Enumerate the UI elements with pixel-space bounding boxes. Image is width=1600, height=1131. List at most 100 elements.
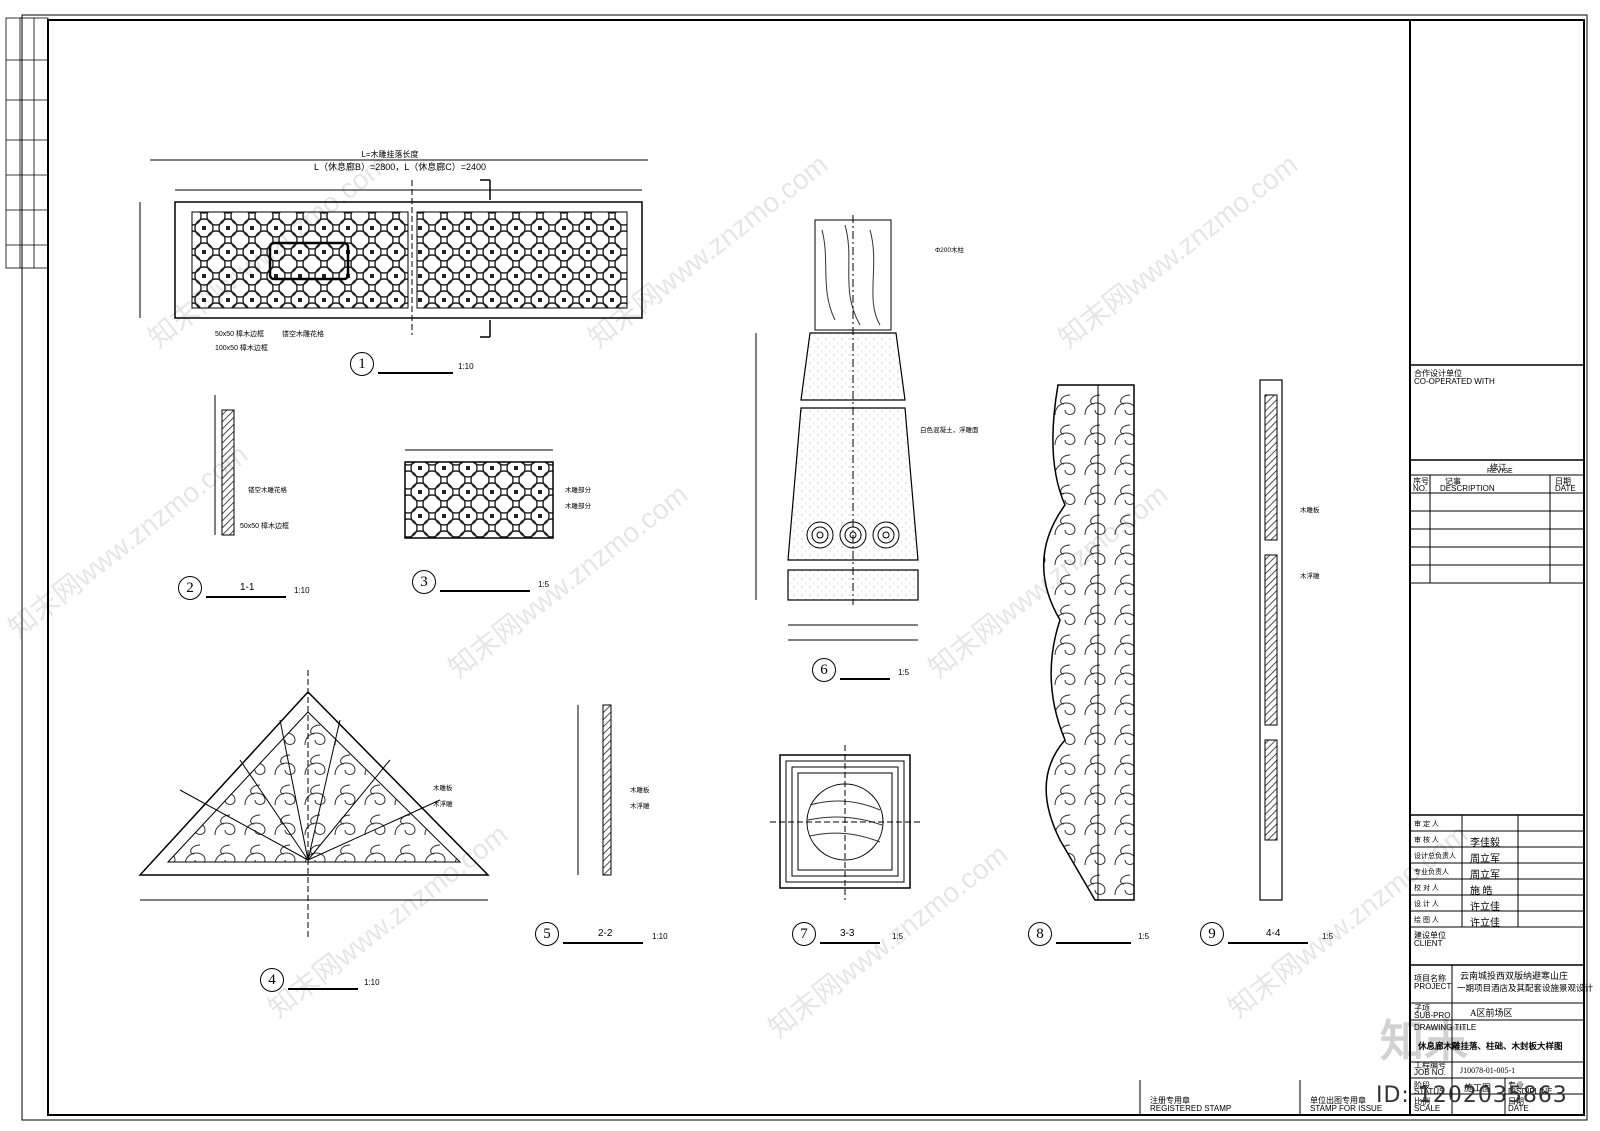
no-en: NO. [1413, 484, 1428, 493]
subpro-value: A区前场区 [1470, 1008, 1513, 1018]
view-title-2: 1-1 [240, 582, 255, 593]
watermark-logo: 知末 [1380, 1016, 1468, 1067]
view-number-5: 5 [535, 922, 559, 946]
discipline-cn: 专业 [1508, 1081, 1524, 1090]
view-2-section [214, 395, 235, 536]
watermark-id: ID: 1202035863 [1376, 1083, 1568, 1108]
project-line-1: 云南城投西双版纳避寒山庄 [1460, 971, 1569, 981]
view-1-elevation [139, 159, 648, 338]
sig-role-1: 审 核 人 [1414, 837, 1439, 844]
view-1-callout-c: 镂空木雕花格 [282, 329, 324, 338]
sig-role-6: 绘 图 人 [1414, 917, 1439, 924]
view-7-plan [770, 745, 920, 900]
project-line-2: 一期项目酒店及其配套设施景观设计 [1457, 983, 1594, 993]
view-scale-2: 1:10 [294, 586, 310, 595]
view-9-section [1259, 379, 1283, 901]
job-cn: 工程编号 [1414, 1061, 1446, 1070]
date-cn: 日期 [1555, 477, 1571, 486]
view-6-column-base [755, 215, 919, 641]
left-margin-strip [5, 17, 49, 269]
status-en: STATUS [1414, 1087, 1445, 1096]
subpro-cn: 子项 [1414, 1004, 1430, 1013]
issue-stamp-en: STAMP FOR ISSUE [1310, 1104, 1383, 1113]
registered-stamp-cn: 注册专用章 [1150, 1096, 1190, 1105]
date2-cn: 日期 [1508, 1097, 1524, 1106]
date2-en: DATE [1508, 1104, 1529, 1113]
sig-name-5: 许立佳 [1470, 902, 1500, 913]
view-6-callout-a: Φ200木柱 [935, 245, 965, 254]
subpro-en: SUB-PRO. [1414, 1011, 1453, 1020]
view-1-callout-a: 50x50 樟木边框 [215, 329, 264, 338]
view-scale-1: 1:10 [458, 362, 474, 371]
desc-en: DESCRIPTION [1440, 484, 1495, 493]
view-4-callout-b: 木浮雕 [433, 799, 453, 808]
sig-role-5: 设 计 人 [1414, 901, 1439, 908]
no-cn: 序号 [1413, 477, 1429, 486]
view-9-callout-a: 木雕板 [1300, 505, 1320, 514]
view-5-callout-a: 木雕板 [630, 785, 650, 794]
view-2-callout-a: 镂空木雕花格 [248, 485, 288, 494]
view-number-7: 7 [792, 922, 816, 946]
scale-en: SCALE [1414, 1104, 1441, 1113]
view-8-board [1043, 384, 1135, 901]
view-scale-3: 1:5 [538, 580, 550, 589]
view-5-section [577, 704, 612, 876]
view-scale-4: 1:10 [364, 978, 380, 987]
drawing-title-en: DRAWING TITLE [1414, 1023, 1477, 1032]
status-value: 施工图 [1464, 1083, 1492, 1093]
view-number-1: 1 [350, 352, 374, 376]
client-en: CLIENT [1414, 939, 1443, 948]
title-block-grid [1139, 364, 1584, 1115]
date-en: DATE [1555, 484, 1576, 493]
sig-role-0: 审 定 人 [1414, 821, 1439, 828]
job-en: JOB NO. [1414, 1068, 1447, 1077]
sig-role-4: 校 对 人 [1414, 885, 1439, 892]
co-operated-en: CO-OPERATED WITH [1414, 377, 1495, 386]
status-cn: 阶段 [1414, 1081, 1430, 1090]
view-9-callout-b: 木浮雕 [1300, 571, 1320, 580]
view-number-8: 8 [1028, 922, 1052, 946]
view-scale-5: 1:10 [652, 932, 668, 941]
sig-role-3: 专业负责人 [1414, 869, 1449, 876]
issue-stamp-cn: 单位出图专用章 [1310, 1096, 1366, 1105]
sig-role-2: 设计总负责人 [1414, 853, 1456, 860]
view-title-9: 4-4 [1266, 928, 1281, 939]
view-1-overall-dim: L=木雕挂落长度 [361, 149, 418, 159]
view-3-detail [404, 449, 554, 539]
sig-name-1: 李佳毅 [1470, 838, 1500, 849]
view-3-callout-a: 木雕部分 [565, 485, 592, 494]
sig-name-2: 周立军 [1470, 854, 1500, 865]
desc-cn: 记事 [1445, 477, 1461, 486]
view-5-callout-b: 木浮雕 [630, 801, 650, 810]
sig-name-3: 周立军 [1470, 870, 1500, 881]
view-number-2: 2 [178, 576, 202, 600]
project-en: PROJECT [1414, 982, 1452, 991]
revise-en: REVISE [1487, 468, 1513, 475]
view-scale-8: 1:5 [1138, 932, 1150, 941]
view-3-callout-b: 木雕部分 [565, 501, 592, 510]
discipline-en: DISCIPLINE [1508, 1087, 1553, 1096]
scale-cn: 比例 [1414, 1097, 1430, 1106]
drawing-title: 休息廊木雕挂落、柱础、木封板大样图 [1418, 1041, 1563, 1051]
sig-name-6: 许立佳 [1470, 918, 1500, 929]
view-scale-6: 1:5 [898, 668, 910, 677]
revise-cn: 修订 [1490, 463, 1506, 472]
view-1-sub-dim: L（休息廊B）=2800，L（休息廊C）=2400 [314, 161, 486, 172]
view-number-9: 9 [1200, 922, 1224, 946]
project-cn: 项目名称 [1414, 974, 1446, 983]
co-operated-cn: 合作设计单位 [1414, 369, 1462, 378]
view-scale-7: 1:5 [892, 932, 904, 941]
view-number-6: 6 [812, 658, 836, 682]
view-1-callout-b: 100x50 樟木边框 [215, 343, 268, 352]
view-number-3: 3 [412, 570, 436, 594]
registered-stamp-en: REGISTERED STAMP [1150, 1104, 1232, 1113]
view-4-triangle [138, 670, 490, 940]
job-value: J10078-01-005-1 [1460, 1066, 1516, 1075]
view-number-4: 4 [260, 968, 284, 992]
view-title-5: 2-2 [598, 928, 613, 939]
view-4-callout-a: 木雕板 [433, 783, 453, 792]
view-title-7: 3-3 [840, 928, 855, 939]
view-6-callout-b: 白色混凝土，浮雕面 [920, 425, 979, 434]
client-cn: 建设单位 [1414, 931, 1446, 940]
